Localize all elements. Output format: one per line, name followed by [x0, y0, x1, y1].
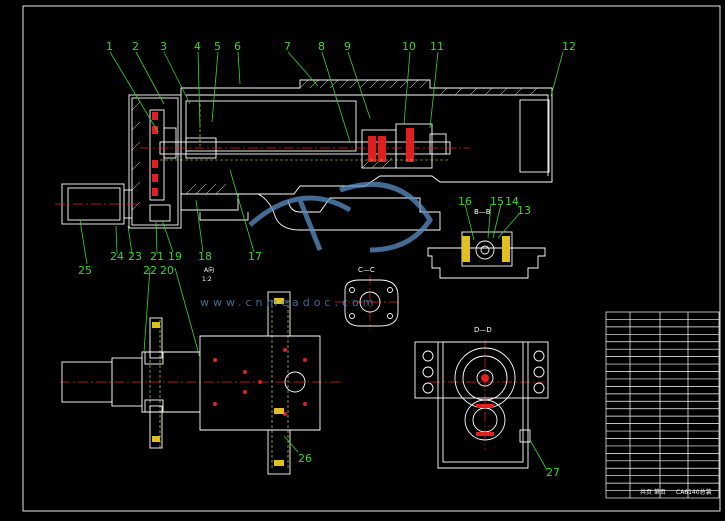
- label-section-dd: D—D: [474, 326, 492, 334]
- callout-18: 18: [198, 250, 212, 263]
- dd-gear-accents: [476, 374, 494, 436]
- callout-2: 2: [132, 40, 139, 53]
- callout-21: 21: [150, 250, 164, 263]
- drawing-frame: [22, 5, 721, 512]
- section-bb: [427, 231, 546, 279]
- callout-6: 6: [234, 40, 241, 53]
- callout-26: 26: [298, 452, 312, 465]
- callout-24: 24: [110, 250, 124, 263]
- callout-19: 19: [168, 250, 182, 263]
- hidden-lines: [149, 104, 450, 470]
- title-block: [605, 311, 720, 499]
- callout-labels: 1 2 3 4 5 6 7 8 9 10 11 12 13 14 15 16 1…: [78, 40, 576, 479]
- plan-teeth: [152, 298, 284, 466]
- callout-9: 9: [344, 40, 351, 53]
- callout-10: 10: [402, 40, 416, 53]
- callout-17: 17: [248, 250, 262, 263]
- title-block-footer-right: CA6140总装: [676, 488, 712, 496]
- title-block-footer-left: 共页 第页: [640, 488, 666, 496]
- bb-gear-teeth: [462, 236, 510, 262]
- watermark-url: www.cnmeadoc.com: [200, 296, 377, 309]
- label-view-a: A向: [204, 266, 214, 274]
- label-scale: 1:2: [202, 276, 212, 283]
- leader-lines: [79, 51, 564, 471]
- hatching: [131, 79, 538, 211]
- callout-7: 7: [284, 40, 291, 53]
- main-section-view: [61, 79, 553, 231]
- plan-bolts: [213, 348, 307, 416]
- callout-1: 1: [106, 40, 113, 53]
- callout-23: 23: [128, 250, 142, 263]
- section-dd: [414, 341, 549, 469]
- callout-4: 4: [194, 40, 201, 53]
- callout-3: 3: [160, 40, 167, 53]
- watermark: www.cnmeadoc.com: [200, 181, 433, 309]
- callout-27: 27: [546, 466, 560, 479]
- label-section-cc: C—C: [358, 266, 375, 274]
- callout-25: 25: [78, 264, 92, 277]
- callout-8: 8: [318, 40, 325, 53]
- callout-15: 15: [490, 195, 504, 208]
- gear-teeth: [152, 112, 414, 196]
- callout-20: 20: [160, 264, 174, 277]
- title-block-rows: [606, 319, 719, 491]
- callout-12: 12: [562, 40, 576, 53]
- callout-16: 16: [458, 195, 472, 208]
- label-section-bb: B—B: [474, 208, 491, 216]
- section-cc: [344, 279, 399, 327]
- callout-13: 13: [517, 204, 531, 217]
- plan-view: [61, 291, 321, 475]
- callout-11: 11: [430, 40, 444, 53]
- callout-14: 14: [505, 195, 519, 208]
- callout-22: 22: [143, 264, 157, 277]
- callout-5: 5: [214, 40, 221, 53]
